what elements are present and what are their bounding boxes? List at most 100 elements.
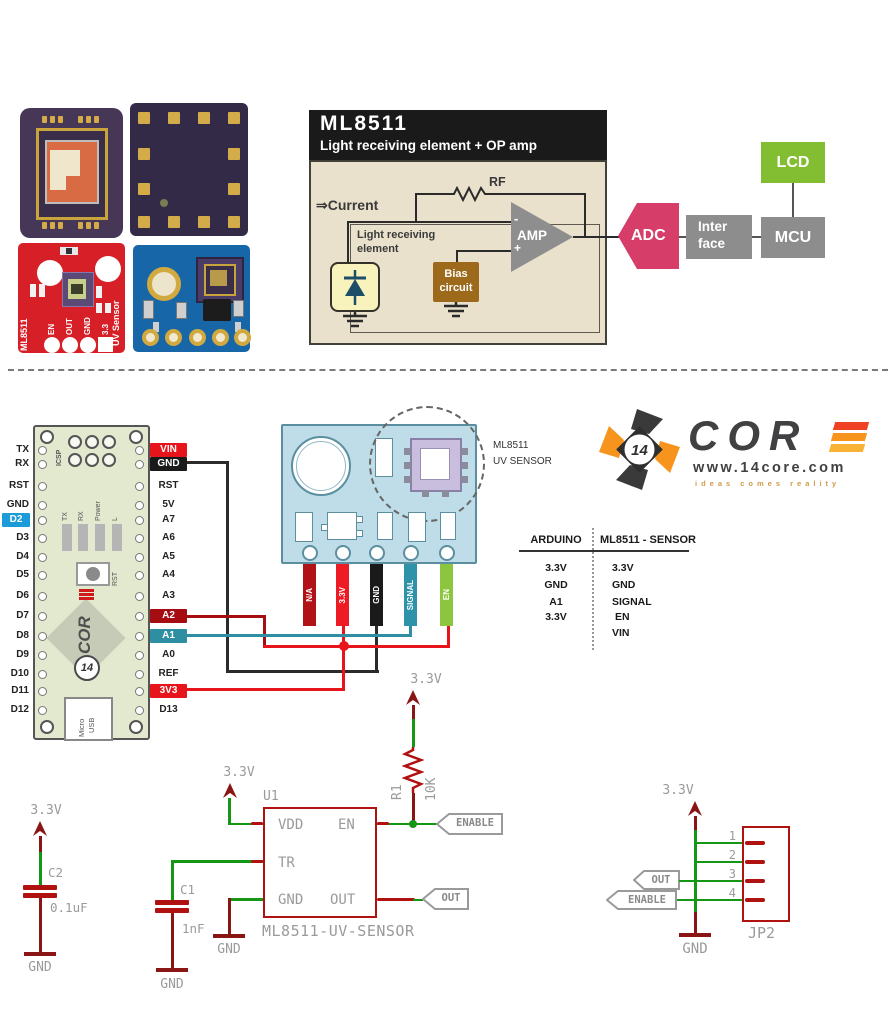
micro-usb-label-line1: Micro bbox=[77, 718, 86, 737]
wire-gnd-h2 bbox=[226, 670, 379, 673]
u1-pin-out: OUT bbox=[330, 892, 356, 908]
pin-label-3v3: 3V3 bbox=[150, 684, 187, 698]
photodiode-box bbox=[330, 262, 380, 312]
uv-sensor-chip bbox=[196, 257, 244, 303]
c1-value: 1nF bbox=[182, 921, 205, 936]
pad bbox=[138, 148, 150, 160]
logo-badge: 14 bbox=[631, 442, 648, 459]
amp-minus-input-line bbox=[348, 221, 511, 223]
arduino-pin-hole bbox=[38, 482, 47, 491]
reset-button bbox=[76, 562, 110, 586]
pad bbox=[168, 216, 180, 228]
photodiode-ground-icon bbox=[343, 312, 367, 328]
sensor-component-tab bbox=[356, 516, 363, 523]
bond-pad bbox=[58, 222, 63, 229]
smd-component bbox=[235, 322, 241, 332]
arduino-pin-hole bbox=[38, 501, 47, 510]
r1-wire-top bbox=[412, 705, 415, 719]
led-bar bbox=[112, 524, 122, 551]
arduino-pin-hole bbox=[38, 571, 47, 580]
u1-tr-pin-stub bbox=[251, 860, 263, 863]
arduino-pin-hole bbox=[38, 632, 47, 641]
mount-hole bbox=[37, 260, 63, 286]
current-label: ⇒Current bbox=[316, 197, 378, 214]
sensor-pin-tag-gnd: GND bbox=[370, 564, 383, 626]
pin-label-d13: D13 bbox=[159, 704, 178, 715]
red-board-pin-en: EN bbox=[47, 323, 56, 335]
sensor-pin-hole bbox=[439, 545, 455, 561]
u1-pin-gnd: GND bbox=[278, 892, 304, 908]
c2-supply-label: 3.3V bbox=[30, 803, 62, 818]
c2-wire bbox=[39, 836, 42, 852]
pin-label-tx: TX bbox=[16, 444, 29, 455]
arduino-pin-hole bbox=[38, 516, 47, 525]
en-wire-h bbox=[377, 822, 437, 825]
bond-pad bbox=[42, 116, 47, 123]
gold-mount-hole bbox=[147, 267, 181, 301]
icsp-pin bbox=[68, 453, 82, 467]
pin-label-d7: D7 bbox=[16, 610, 29, 621]
pad bbox=[168, 112, 180, 124]
c2-ground-icon bbox=[24, 952, 56, 956]
pad bbox=[228, 112, 240, 124]
u1-part-name: ML8511-UV-SENSOR bbox=[262, 922, 415, 940]
arduino-pin-hole bbox=[135, 516, 144, 525]
u1-en-pin-stub bbox=[377, 822, 389, 825]
board-mount-hole bbox=[129, 720, 143, 734]
sensor-component bbox=[440, 512, 456, 540]
led-bar bbox=[78, 524, 88, 551]
vdd-wire-h bbox=[228, 822, 263, 825]
pin-label-a3: A3 bbox=[162, 590, 175, 601]
arduino-pin-hole bbox=[38, 670, 47, 679]
arduino-pin-hole bbox=[38, 706, 47, 715]
jp2-pin-stub bbox=[745, 898, 765, 902]
lcd-block: LCD bbox=[761, 142, 825, 183]
jp2-pin1-wire bbox=[694, 841, 742, 844]
interface-block: Inter face bbox=[686, 215, 752, 259]
c1-capacitor-plate bbox=[155, 900, 189, 905]
interface-label-line2: face bbox=[698, 235, 726, 251]
jp2-connector-box bbox=[742, 826, 790, 922]
jp2-gnd-label: GND bbox=[682, 941, 708, 957]
sensor-pin-label: N/A bbox=[305, 588, 314, 602]
jp2-pin2-wire bbox=[694, 860, 742, 863]
board-mount-hole bbox=[129, 430, 143, 444]
bias-label-line1: Bias bbox=[444, 268, 468, 280]
adc-interface-link bbox=[679, 236, 687, 238]
wire-33v-pin-v bbox=[342, 624, 345, 690]
c2-wire bbox=[39, 898, 42, 952]
board-logo-badge-circle: 14 bbox=[74, 655, 100, 681]
board-logo-text: COR bbox=[75, 616, 94, 654]
pin-hole bbox=[80, 337, 96, 353]
pin-pad-square bbox=[98, 337, 113, 352]
uv-sensor-chip bbox=[62, 272, 94, 307]
pad bbox=[198, 112, 210, 124]
adc-block bbox=[618, 203, 679, 269]
feedback-line-vert-left bbox=[415, 193, 417, 223]
u1-supply-arrow-icon bbox=[223, 783, 237, 798]
pad bbox=[228, 216, 240, 228]
bias-line bbox=[456, 250, 458, 263]
chip-callout-line2: UV SENSOR bbox=[493, 456, 552, 467]
jp2-pin4-wire bbox=[677, 898, 742, 901]
u1-ref: U1 bbox=[263, 789, 279, 804]
led-label-rx: RX bbox=[78, 511, 85, 521]
arduino-pin-hole bbox=[135, 460, 144, 469]
arduino-pin-hole bbox=[38, 612, 47, 621]
icsp-pin bbox=[85, 453, 99, 467]
sensor-pin-hole bbox=[302, 545, 318, 561]
table-header-arduino: ARDUINO bbox=[530, 534, 582, 546]
gold-pin-hole bbox=[234, 329, 251, 346]
bond-pad bbox=[94, 222, 99, 229]
arduino-pin-hole bbox=[38, 687, 47, 696]
jp2-enable-flag-label: ENABLE bbox=[628, 894, 666, 906]
chip-die bbox=[71, 284, 83, 294]
bond-pad bbox=[58, 116, 63, 123]
jp2-pin3-wire bbox=[679, 879, 742, 882]
light-element-label-line2: element bbox=[357, 243, 399, 255]
micro-usb-connector bbox=[64, 697, 113, 741]
u1-gnd-wire-h bbox=[228, 898, 263, 901]
jp2-supply-label: 3.3V bbox=[662, 783, 694, 798]
table-row: 3.3V bbox=[545, 562, 567, 574]
table-row: A1 bbox=[549, 596, 563, 608]
